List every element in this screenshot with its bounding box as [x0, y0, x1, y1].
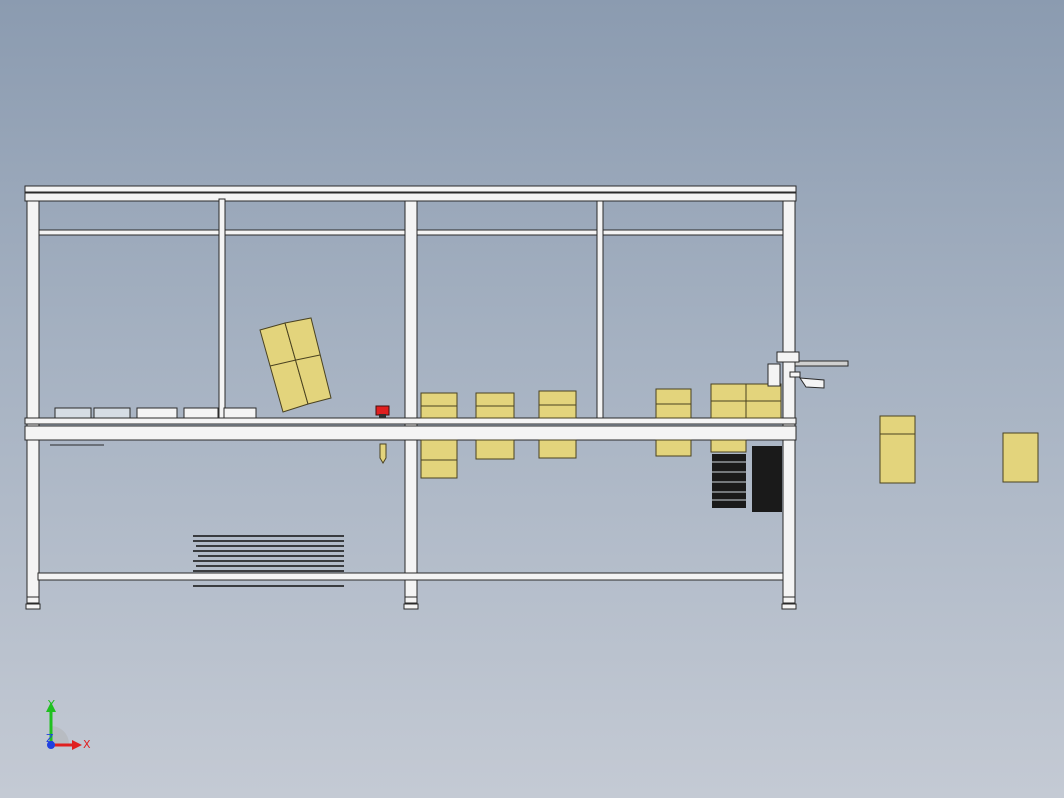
frame-foot-left — [26, 596, 40, 604]
frame-post-right — [782, 200, 796, 600]
frame-bottom-rail — [37, 572, 784, 581]
x-axis-label: X — [83, 738, 91, 751]
frame-foot-right — [782, 596, 796, 604]
frame-post-upper-2 — [596, 200, 604, 420]
frame-post-upper-1 — [218, 198, 226, 420]
frame-foot-pad-right — [781, 603, 797, 610]
frame-foot-pad-left — [25, 603, 41, 610]
conveyor-bed — [24, 417, 797, 425]
carton-below-bed-4 — [655, 439, 692, 457]
frame-foot-pad-mid — [403, 603, 419, 610]
frame-top-beam-lower — [24, 192, 797, 202]
y-axis-arrow — [46, 702, 56, 712]
tilted-carton — [259, 317, 332, 413]
coordinate-triad: Y X Z — [46, 698, 91, 751]
z-axis-dot — [47, 741, 55, 749]
sensor-probe — [379, 443, 387, 464]
carton-below-bed-3 — [538, 439, 577, 459]
flat-carton-2 — [93, 407, 131, 419]
drive-unit — [712, 446, 782, 512]
frame-post-mid — [404, 200, 418, 600]
frame-post-left — [26, 200, 40, 600]
x-axis-arrow — [72, 740, 82, 750]
flat-carton-3 — [136, 407, 178, 419]
carton-outfeed-2 — [1002, 432, 1039, 483]
flat-carton-1 — [54, 407, 92, 419]
triad-quadrant — [51, 726, 69, 744]
carton-outfeed-1 — [879, 415, 916, 484]
carton-below-bed-1 — [420, 439, 458, 479]
emergency-stop-button[interactable] — [375, 405, 390, 418]
frame-foot-mid — [404, 596, 418, 604]
pusher-arm — [767, 351, 849, 389]
flat-carton-4 — [183, 407, 219, 419]
frame-top-beam — [24, 185, 797, 193]
y-axis-label: Y — [47, 698, 55, 711]
cable-bundle — [193, 535, 344, 587]
z-axis-label: Z — [46, 732, 54, 745]
carton-below-bed-2 — [475, 439, 515, 460]
flat-carton-5 — [223, 407, 257, 419]
carton-below-bed-5 — [710, 439, 747, 453]
conveyor-bed-lower — [24, 425, 797, 441]
